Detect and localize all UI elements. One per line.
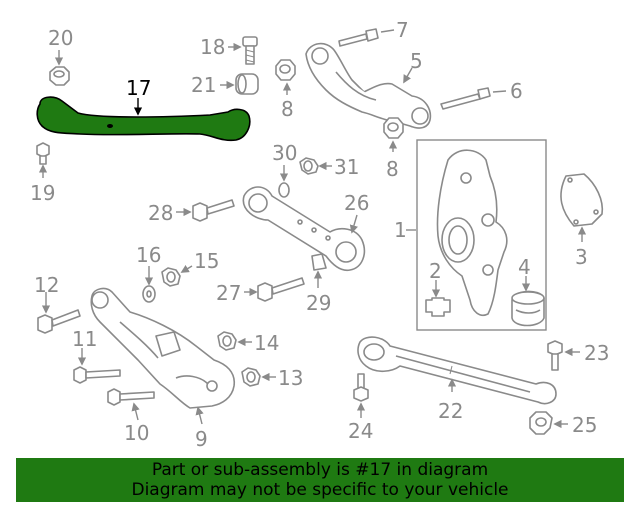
part-23-bolt[interactable]: [547, 340, 563, 371]
label-15: 15: [194, 249, 219, 273]
label-1: 1: [394, 218, 407, 242]
label-19: 19: [30, 181, 55, 205]
label-11: 11: [72, 327, 97, 351]
part-14-nut[interactable]: [217, 331, 237, 351]
knuckle-assembly-box: [416, 139, 547, 331]
part-6-bolt[interactable]: [440, 87, 491, 110]
label-5: 5: [410, 49, 423, 73]
label-25: 25: [572, 413, 597, 437]
label-2: 2: [429, 259, 442, 283]
label-24: 24: [348, 419, 373, 443]
label-16: 16: [136, 243, 161, 267]
part-25-nut[interactable]: [529, 411, 553, 435]
label-29: 29: [306, 291, 331, 315]
label-12: 12: [34, 273, 59, 297]
label-18: 18: [200, 35, 225, 59]
part-31-nut[interactable]: [299, 157, 319, 175]
info-banner: Part or sub-assembly is #17 in diagram D…: [16, 458, 624, 502]
part-17-control-arm[interactable]: [36, 96, 251, 142]
part-18-bolt[interactable]: [242, 36, 258, 65]
banner-line-1: Part or sub-assembly is #17 in diagram: [151, 460, 489, 480]
label-31: 31: [334, 155, 359, 179]
label-22: 22: [438, 399, 463, 423]
part-3-plate[interactable]: [560, 173, 604, 227]
part-20-nut[interactable]: [49, 66, 70, 86]
label-28: 28: [148, 201, 173, 225]
label-13: 13: [278, 366, 303, 390]
label-26: 26: [344, 191, 369, 215]
label-6: 6: [510, 79, 523, 103]
label-23: 23: [584, 341, 609, 365]
part-4-bushing[interactable]: [511, 290, 545, 327]
part-22-lateral-link[interactable]: [357, 336, 557, 405]
part-21-bushing[interactable]: [235, 73, 259, 95]
part-29-cam[interactable]: [311, 253, 327, 271]
part-12-bolt[interactable]: [37, 309, 81, 334]
part-7-bolt[interactable]: [338, 28, 379, 47]
label-9: 9: [195, 427, 208, 451]
part-5-upper-arm[interactable]: [305, 42, 432, 129]
part-27-bolt[interactable]: [257, 277, 305, 302]
label-4: 4: [518, 255, 531, 279]
label-8-upper: 8: [281, 97, 294, 121]
label-30: 30: [272, 141, 297, 165]
part-9-lower-arm[interactable]: [90, 287, 236, 409]
part-15-nut[interactable]: [161, 267, 181, 287]
label-10: 10: [124, 421, 149, 445]
part-24-bolt[interactable]: [353, 373, 369, 402]
part-13-nut[interactable]: [241, 367, 261, 387]
part-26-toe-link[interactable]: [242, 186, 366, 272]
banner-line-2: Diagram may not be specific to your vehi…: [131, 480, 509, 500]
label-20: 20: [48, 26, 73, 50]
label-17: 17: [126, 76, 151, 100]
label-27: 27: [216, 281, 241, 305]
label-7: 7: [396, 18, 409, 42]
part-10-bolt[interactable]: [107, 388, 155, 406]
label-21: 21: [191, 73, 216, 97]
part-1-knuckle[interactable]: [436, 149, 508, 316]
label-3: 3: [575, 245, 588, 269]
part-16-washer[interactable]: [142, 285, 156, 303]
part-28-bolt[interactable]: [192, 199, 235, 222]
part-8-nut-right[interactable]: [383, 117, 404, 139]
part-2-sensor[interactable]: [425, 297, 451, 317]
part-8-nut-upper[interactable]: [275, 59, 296, 81]
part-19-bolt[interactable]: [36, 142, 50, 165]
label-8-right: 8: [386, 157, 399, 181]
parts-diagram: 17 20 19 18 21 8 7: [30, 18, 609, 451]
part-30-washer[interactable]: [278, 182, 290, 198]
label-14: 14: [254, 331, 279, 355]
part-11-bolt[interactable]: [73, 366, 121, 384]
